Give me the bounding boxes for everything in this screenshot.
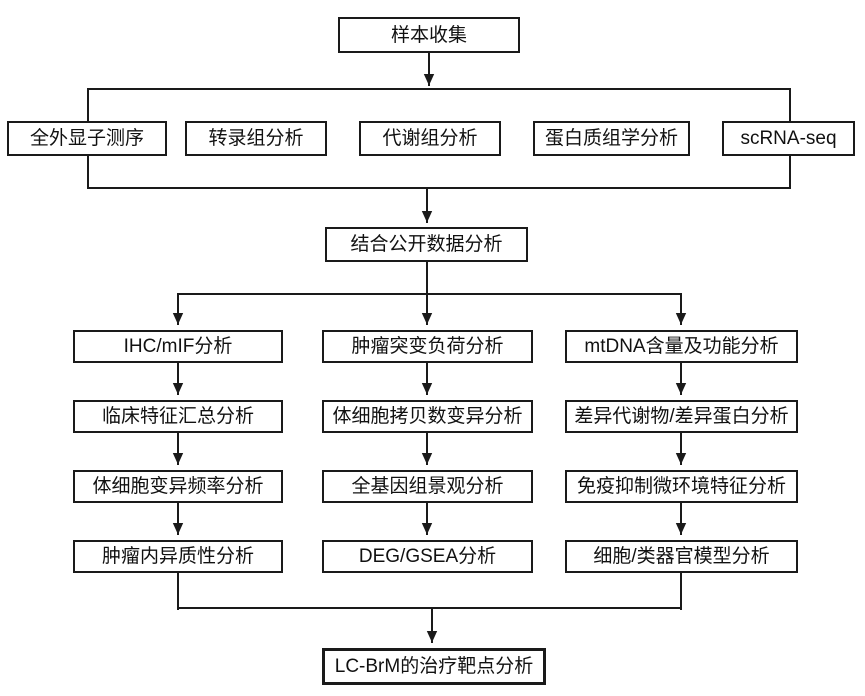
node-clinical-feature-summary: 临床特征汇总分析 bbox=[73, 400, 283, 433]
node-ihc-mif-analysis: IHC/mIF分析 bbox=[73, 330, 283, 363]
node-metabolome-analysis: 代谢组分析 bbox=[359, 121, 501, 156]
node-genome-landscape: 全基因组景观分析 bbox=[322, 470, 533, 503]
node-mtdna-content-function: mtDNA含量及功能分析 bbox=[565, 330, 798, 363]
node-deg-gsea: DEG/GSEA分析 bbox=[322, 540, 533, 573]
node-diff-metabolite-protein: 差异代谢物/差异蛋白分析 bbox=[565, 400, 798, 433]
node-proteomics-analysis: 蛋白质组学分析 bbox=[533, 121, 690, 156]
node-somatic-cnv: 体细胞拷贝数变异分析 bbox=[322, 400, 533, 433]
branch-lines bbox=[172, 261, 687, 325]
node-therapeutic-target-analysis: LC-BrM的治疗靶点分析 bbox=[322, 648, 546, 685]
node-somatic-variant-frequency: 体细胞变异频率分析 bbox=[73, 470, 283, 503]
node-cell-organoid-model: 细胞/类器官模型分析 bbox=[565, 540, 798, 573]
node-scrna-seq: scRNA-seq bbox=[722, 121, 855, 156]
node-tumor-mutation-burden: 肿瘤突变负荷分析 bbox=[322, 330, 533, 363]
node-whole-exome-sequencing: 全外显子测序 bbox=[7, 121, 167, 156]
omics-bus-lines bbox=[87, 88, 791, 189]
node-immunosuppressive-tme: 免疫抑制微环境特征分析 bbox=[565, 470, 798, 503]
node-sample-collection: 样本收集 bbox=[338, 17, 520, 53]
node-public-data-integration: 结合公开数据分析 bbox=[325, 227, 528, 262]
node-transcriptome-analysis: 转录组分析 bbox=[185, 121, 327, 156]
node-intratumor-heterogeneity: 肿瘤内异质性分析 bbox=[73, 540, 283, 573]
merge-lines bbox=[177, 572, 682, 643]
